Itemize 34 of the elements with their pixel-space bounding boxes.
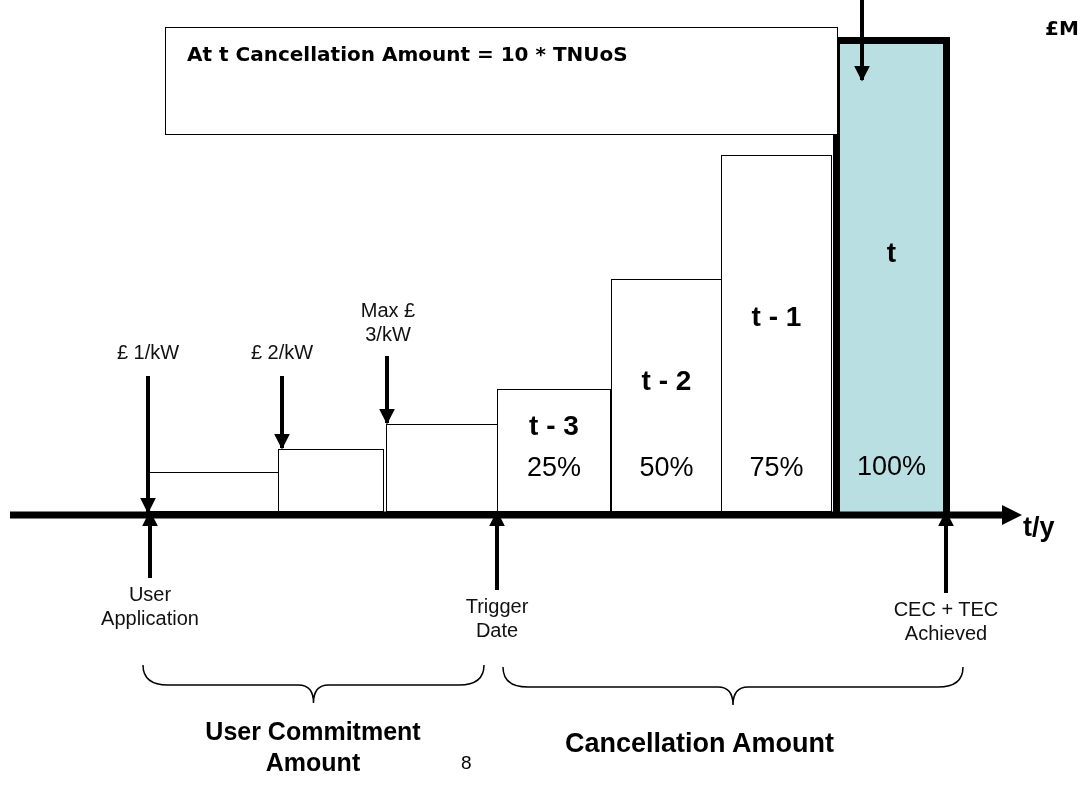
rate-label: £ 2/kW <box>240 340 324 368</box>
year-bar <box>721 155 832 512</box>
year-bar <box>611 279 722 512</box>
milestone-label: User Application <box>88 582 212 632</box>
milestone-label: CEC + TEC Achieved <box>886 597 1006 647</box>
formula-box <box>165 27 838 135</box>
rate-label: £ 1/kW <box>108 340 188 368</box>
year-label: t - 3 <box>528 410 580 442</box>
arrow <box>140 376 156 514</box>
axis-label: t/y <box>1023 512 1055 543</box>
final-year-bar <box>833 37 950 512</box>
unit-label: £M <box>1045 16 1079 40</box>
year-bar <box>497 389 611 512</box>
rate-label: Max £ 3/kW <box>354 298 422 348</box>
percentage-label: 100% <box>855 451 928 482</box>
bracket-label: User Commitment Amount <box>204 716 422 778</box>
percentage-label: 50% <box>638 452 695 483</box>
formula-text: At t Cancellation Amount = 10 * TNUoS <box>187 42 628 66</box>
arrow <box>142 510 158 578</box>
year-label: t - 2 <box>640 365 693 397</box>
percentage-label: 75% <box>748 452 805 483</box>
page-number: 8 <box>461 752 472 774</box>
year-label: t - 1 <box>750 301 803 333</box>
arrow <box>489 510 505 590</box>
step-bar <box>278 449 384 512</box>
milestone-label: Trigger Date <box>450 594 544 644</box>
step-bar <box>148 472 279 512</box>
step-bar <box>386 424 498 512</box>
arrow <box>379 356 395 425</box>
bracket-label: Cancellation Amount <box>565 728 834 759</box>
percentage-label: 25% <box>525 452 582 483</box>
year-label: t <box>885 237 898 269</box>
arrow <box>274 376 290 450</box>
arrow <box>854 0 870 82</box>
